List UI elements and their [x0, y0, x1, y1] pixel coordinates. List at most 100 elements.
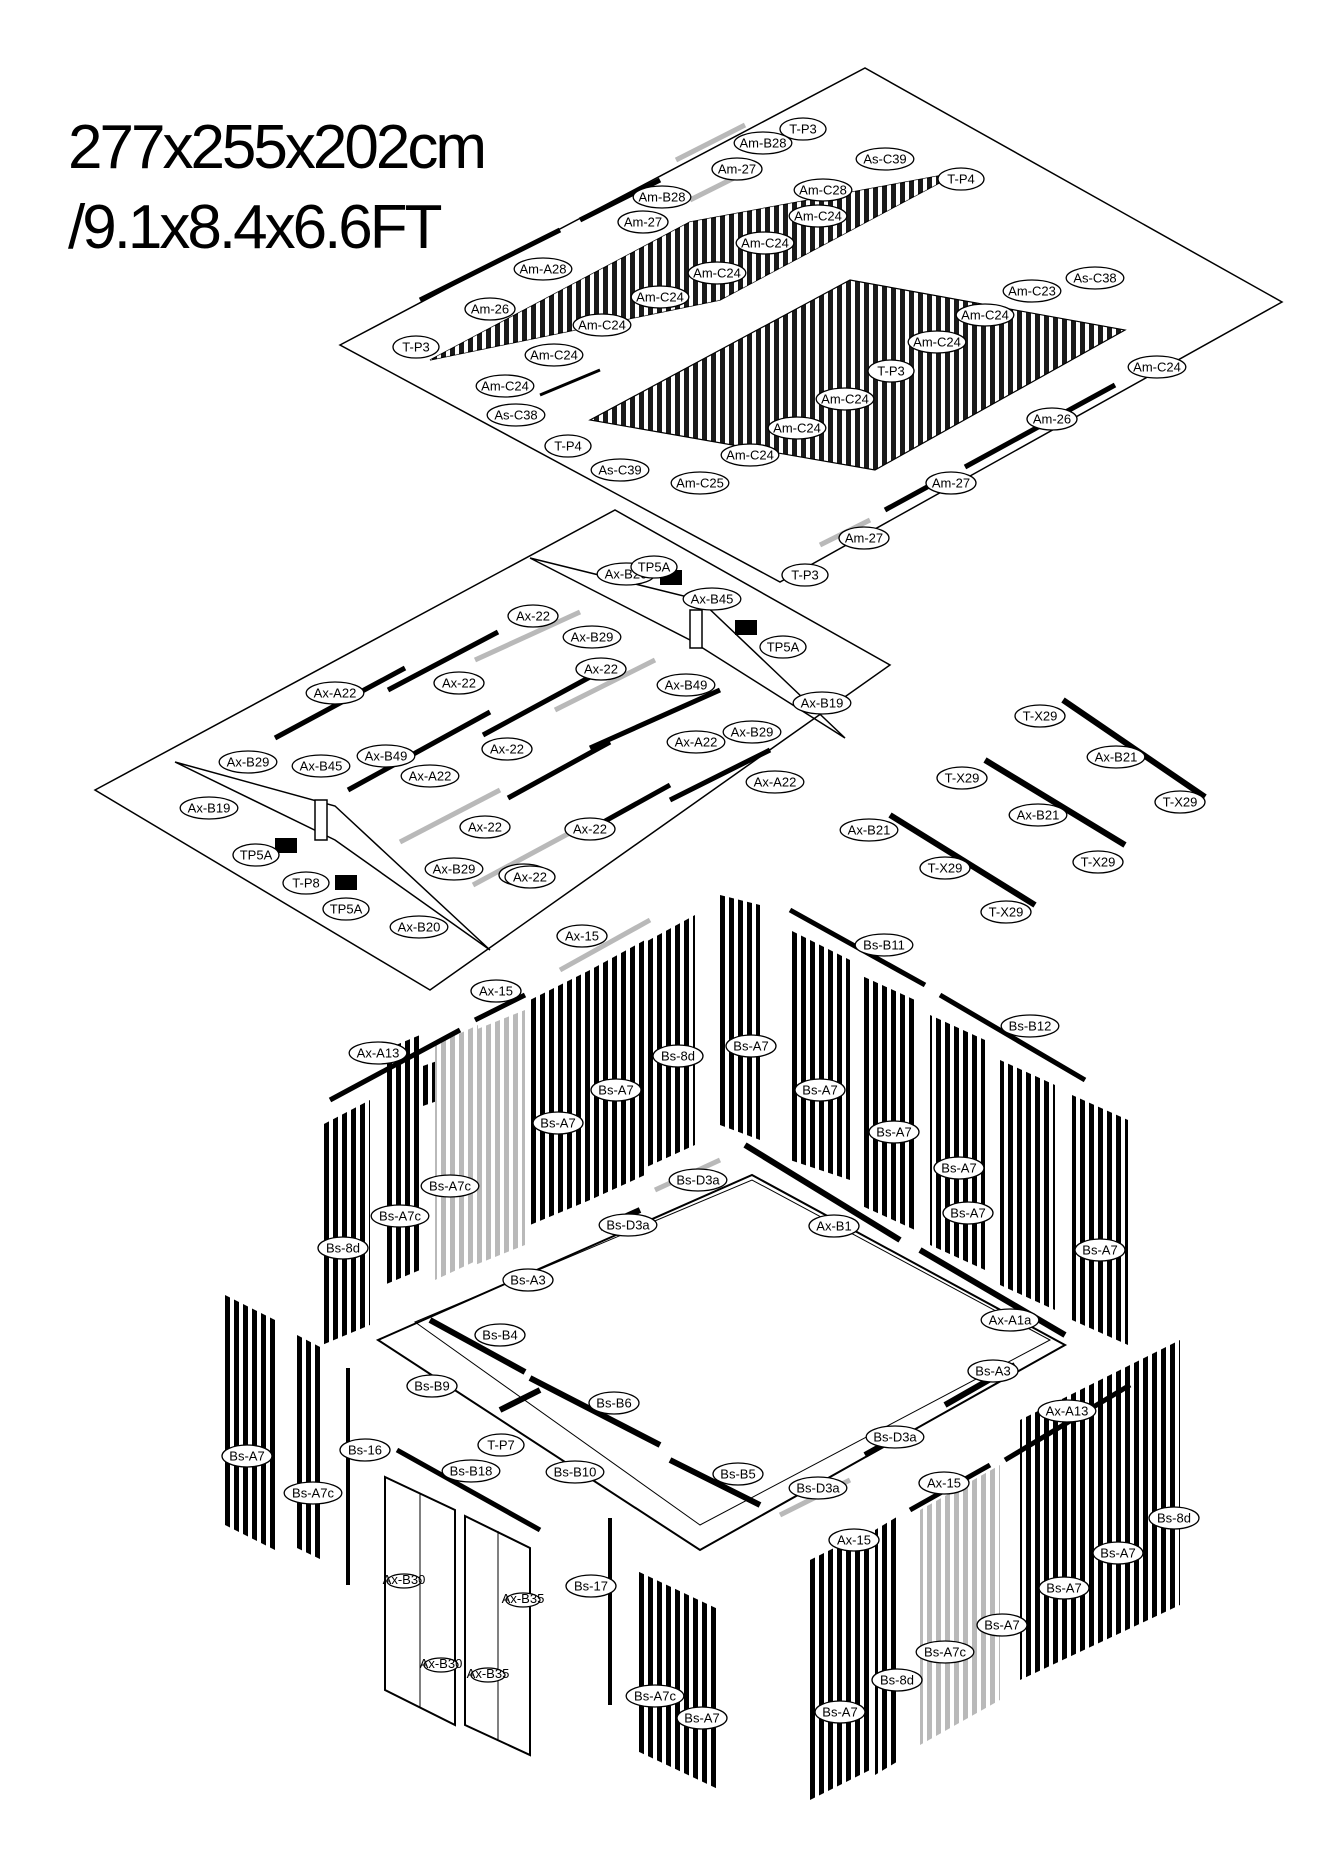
- callout-text: Ax-A22: [754, 775, 797, 790]
- callout-text: Am-26: [471, 302, 509, 317]
- callout-text: Am-B28: [639, 190, 686, 205]
- roof-callout: Am-C25: [670, 471, 730, 495]
- frame-callout: Ax-B29: [562, 625, 622, 649]
- callout-text: Bs-A7: [1082, 1243, 1117, 1258]
- callout-text: Bs-A7: [733, 1039, 768, 1054]
- callout-bubble: [794, 1078, 846, 1102]
- wall-callout: Ax-15: [918, 1471, 970, 1495]
- document-title: 277x255x202cm /9.1x8.4x6.6FT: [68, 108, 488, 268]
- callout-bubble: [1008, 803, 1068, 827]
- callout-bubble: [865, 1425, 925, 1449]
- callout-text: TP5A: [767, 640, 800, 655]
- callout-bubble: [459, 815, 511, 839]
- callout-bubble: [915, 1640, 975, 1664]
- callout-text: T-P4: [554, 439, 581, 454]
- callout-bubble: [1002, 279, 1062, 303]
- callout-text: Bs-16: [348, 1443, 382, 1458]
- roof-callout: Am-B28: [632, 185, 692, 209]
- frame-callout: Ax-B45: [291, 754, 351, 778]
- callout-text: Am-27: [718, 162, 756, 177]
- wall-callout: Ax-A13: [1037, 1399, 1097, 1423]
- roof-callout: T-P3: [392, 335, 440, 359]
- callout-bubble: [389, 915, 449, 939]
- frame-callout: Ax-22: [564, 817, 616, 841]
- callout-text: Bs-A3: [975, 1364, 1010, 1379]
- roof-callout: Am-C24: [687, 261, 747, 285]
- wall-callout: Bs-B11: [854, 933, 914, 957]
- callout-text: Am-C24: [530, 348, 578, 363]
- frame-callout: Ax-22: [507, 604, 559, 628]
- frame-callout: Ax-B19: [792, 691, 852, 715]
- callout-bubble: [838, 526, 890, 550]
- door-callout: Ax-B35: [502, 1591, 544, 1608]
- callout-bubble: [232, 843, 280, 867]
- callout-bubble: [504, 865, 556, 889]
- callout-bubble: [348, 1041, 408, 1065]
- wall-callout: Ax-B1: [808, 1214, 860, 1238]
- callout-bubble: [291, 754, 351, 778]
- callout-bubble: [925, 471, 977, 495]
- callout-text: Am-A28: [520, 262, 567, 277]
- roof-callout: Am-C24: [1127, 355, 1187, 379]
- gable-truss-left: [174, 761, 491, 951]
- purlin-callout: Ax-B21: [1008, 803, 1068, 827]
- callout-text: Ax-B20: [398, 920, 441, 935]
- callout-bubble: [590, 458, 650, 482]
- wall-callout: Bs-17: [565, 1574, 617, 1598]
- roof-callout: Am-C24: [720, 443, 780, 467]
- callout-text: Ax-B29: [571, 630, 614, 645]
- wall-callout: Bs-A7c: [283, 1481, 343, 1505]
- callout-bubble: [814, 1700, 866, 1724]
- door-callout: Ax-B30: [420, 1656, 462, 1673]
- callout-text: Ax-B19: [801, 696, 844, 711]
- callout-bubble: [967, 1359, 1019, 1383]
- callout-text: Bs-B4: [482, 1328, 517, 1343]
- callout-bubble: [1014, 704, 1066, 728]
- callout-text: Bs-B5: [720, 1467, 755, 1482]
- callout-text: Bs-D3a: [676, 1173, 720, 1188]
- callout-text: Ax-B35: [467, 1666, 510, 1681]
- purlin-callout: T-X29: [980, 900, 1032, 924]
- roof-callout: Am-C24: [788, 204, 848, 228]
- callout-text: Ax-15: [565, 929, 599, 944]
- callout-bubble: [656, 673, 716, 697]
- callout-text: Bs-A7c: [292, 1486, 334, 1501]
- callout-text: Bs-B12: [1009, 1019, 1052, 1034]
- callout-bubble: [532, 1111, 584, 1135]
- callout-bubble: [420, 1174, 480, 1198]
- callout-text: Bs-8d: [880, 1673, 914, 1688]
- callout-bubble: [867, 359, 915, 383]
- tp5a-vents: [275, 570, 757, 890]
- purlin-callout: T-X29: [919, 856, 971, 880]
- title-dimensions-ft: /9.1x8.4x6.6FT: [68, 193, 443, 262]
- wall-callout: Bs-B18: [441, 1459, 501, 1483]
- callout-bubble: [779, 117, 827, 141]
- callout-bubble: [871, 1668, 923, 1692]
- callout-text: Ax-22: [442, 676, 476, 691]
- callout-text: Bs-A7: [540, 1116, 575, 1131]
- callout-text: Bs-A7: [1100, 1546, 1135, 1561]
- wall-callout: Ax-A13: [348, 1041, 408, 1065]
- door-callout: Ax-B35: [467, 1666, 510, 1683]
- roof-callout: Am-C28: [793, 178, 853, 202]
- callout-bubble: [676, 1706, 728, 1730]
- callout-bubble: [392, 335, 440, 359]
- frame-callout: TP5A: [759, 635, 807, 659]
- callout-text: Ax-B19: [188, 801, 231, 816]
- callout-bubble: [668, 1168, 728, 1192]
- callout-bubble: [725, 1034, 777, 1058]
- callout-text: Bs-8d: [326, 1241, 360, 1256]
- callout-text: T-P7: [487, 1438, 514, 1453]
- wall-callout: Bs-8d: [652, 1044, 704, 1068]
- callout-bubble: [433, 671, 485, 695]
- wall-callout: Ax-15: [470, 979, 522, 1003]
- callout-text: Am-C24: [693, 266, 741, 281]
- roof-callout: Am-C24: [767, 416, 827, 440]
- callout-bubble: [406, 1374, 458, 1398]
- callout-text: Ax-B1: [816, 1219, 851, 1234]
- callout-text: Ax-A22: [314, 686, 357, 701]
- callout-bubble: [322, 897, 370, 921]
- wall-callout: T-P7: [477, 1433, 525, 1457]
- frame-sheet-outline: [93, 509, 892, 991]
